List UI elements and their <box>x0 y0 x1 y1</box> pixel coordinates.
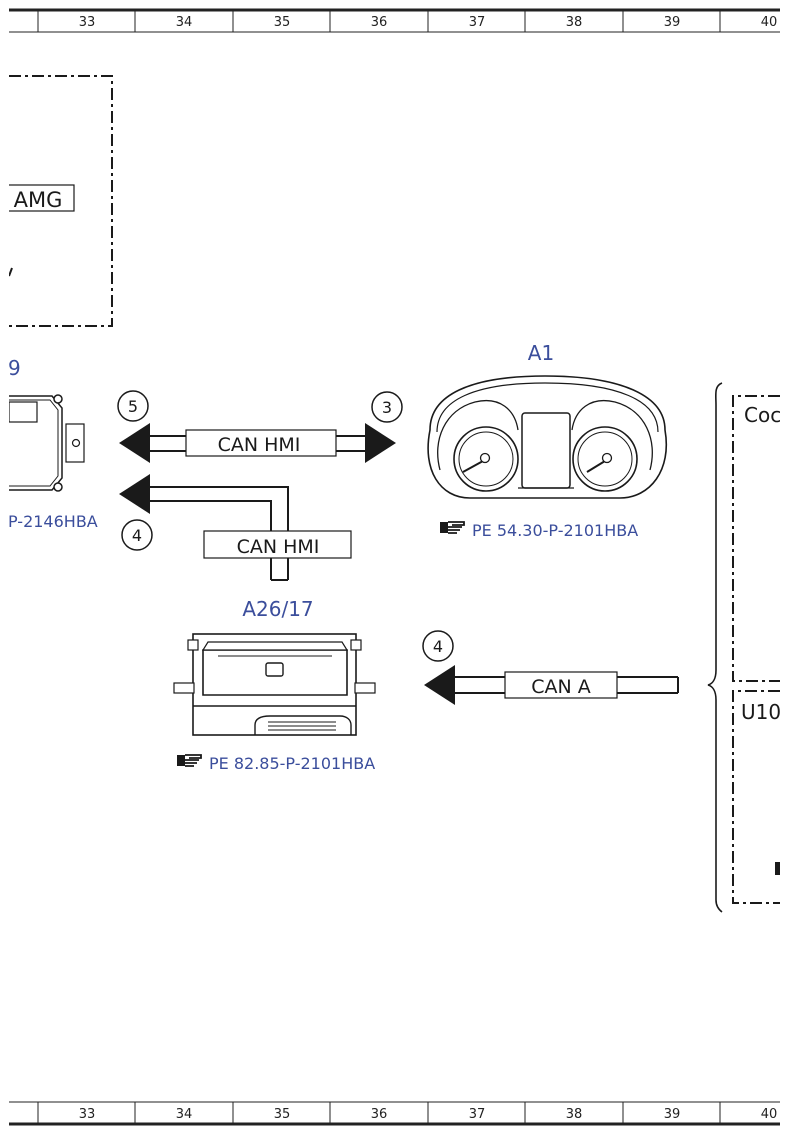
callout-5: 5 <box>117 390 149 422</box>
display-id: A26/17 <box>242 597 313 621</box>
cluster-reference-text[interactable]: PE 54.30-P-2101HBA <box>472 521 638 540</box>
right-bottom-module-label: U10 <box>741 700 781 724</box>
right-bottom-module-box: U10 <box>732 690 781 904</box>
can-a-connection: CAN A <box>424 665 679 705</box>
left-control-unit: 9 P-2146HBA <box>8 356 98 531</box>
grid-col-37: 37 <box>469 15 486 30</box>
hand-pointer-icon <box>440 521 465 534</box>
grid-col-36: 36 <box>371 15 388 30</box>
display-unit-a26-17: A26/17 <box>173 597 376 736</box>
callout-3-number: 3 <box>382 398 392 417</box>
callout-4-right: 4 <box>422 630 454 662</box>
can-hmi-top-label: CAN HMI <box>218 434 301 456</box>
display-reference[interactable]: PE 82.85-P-2101HBA <box>177 754 375 773</box>
grid-col-40-bottom: 40 <box>761 1107 778 1122</box>
grid-col-34-bottom: 34 <box>176 1107 193 1122</box>
can-hmi-top-connection: CAN HMI <box>119 423 396 463</box>
grid-col-37-bottom: 37 <box>469 1107 486 1122</box>
left-component-id: 9 <box>8 356 21 380</box>
grid-col-38-bottom: 38 <box>566 1107 583 1122</box>
hand-pointer-icon <box>177 754 202 767</box>
grid-col-34: 34 <box>176 15 193 30</box>
cluster-id: A1 <box>528 341 554 365</box>
callout-4-right-number: 4 <box>433 637 443 656</box>
grid-col-38: 38 <box>566 15 583 30</box>
amg-label: AMG <box>14 188 63 212</box>
callout-4-left-number: 4 <box>132 526 142 545</box>
top-grid-ruler: 33 34 35 36 37 38 39 40 <box>9 8 780 33</box>
grid-col-35: 35 <box>274 15 291 30</box>
right-brace <box>707 382 723 913</box>
callout-4-left: 4 <box>121 519 153 551</box>
display-reference-text[interactable]: PE 82.85-P-2101HBA <box>209 754 375 773</box>
left-component-reference: P-2146HBA <box>8 512 98 531</box>
callout-3: 3 <box>371 391 403 423</box>
bottom-grid-ruler: 33 34 35 36 37 38 39 40 <box>9 1101 780 1126</box>
instrument-cluster-a1: A1 <box>427 341 668 499</box>
grid-col-39: 39 <box>664 15 681 30</box>
grid-col-40: 40 <box>761 15 778 30</box>
cluster-reference[interactable]: PE 54.30-P-2101HBA <box>440 521 638 540</box>
grid-col-36-bottom: 36 <box>371 1107 388 1122</box>
can-hmi-lower-label: CAN HMI <box>237 536 320 558</box>
right-top-module-label: Coc <box>744 403 781 427</box>
right-top-module-box: Coc <box>732 395 781 682</box>
can-a-label: CAN A <box>531 676 591 698</box>
can-hmi-lower-connection: CAN HMI <box>119 474 352 581</box>
grid-col-35-bottom: 35 <box>274 1107 291 1122</box>
grid-col-33-bottom: 33 <box>79 1107 96 1122</box>
grid-col-39-bottom: 39 <box>664 1107 681 1122</box>
grid-col-33: 33 <box>79 15 96 30</box>
callout-5-number: 5 <box>128 397 138 416</box>
amg-module-box: AMG <box>9 75 113 327</box>
